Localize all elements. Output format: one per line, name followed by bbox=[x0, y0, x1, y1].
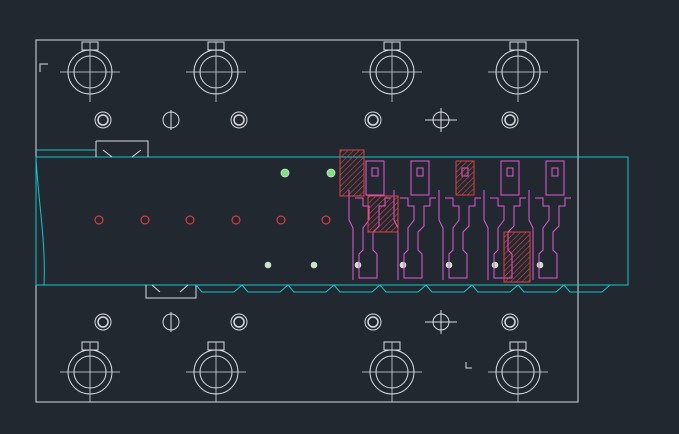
cut-section-hatch bbox=[455, 160, 475, 196]
screw-hole-icon bbox=[94, 111, 112, 129]
pin-small bbox=[310, 261, 318, 269]
bushing-tab bbox=[207, 41, 225, 51]
terminal-body bbox=[535, 197, 571, 279]
strip-left-edge bbox=[35, 149, 96, 286]
screw-hole-outer bbox=[94, 313, 112, 331]
screw-hole-inner bbox=[97, 316, 109, 328]
bushing-icon bbox=[186, 41, 246, 102]
pilot-hole-icon bbox=[425, 310, 457, 334]
terminal-tab bbox=[545, 160, 565, 196]
screw-hole-outer bbox=[230, 111, 248, 129]
terminal-profile[interactable] bbox=[393, 160, 436, 280]
cut-section-hatch bbox=[367, 195, 399, 233]
strip-notch-bottom bbox=[145, 284, 197, 299]
bushing-tab bbox=[509, 41, 527, 51]
bushing-tab bbox=[383, 341, 401, 351]
screw-hole-inner bbox=[367, 316, 379, 328]
terminal-tab bbox=[365, 160, 385, 196]
terminal-body bbox=[490, 197, 526, 279]
terminal-side bbox=[348, 190, 354, 280]
cut-section-hatch bbox=[503, 231, 531, 283]
terminal-side bbox=[483, 190, 489, 280]
guide-bushings-group bbox=[60, 41, 548, 402]
terminal-side bbox=[528, 190, 534, 280]
screw-hole-outer bbox=[94, 111, 112, 129]
screw-hole-inner bbox=[367, 114, 379, 126]
screw-hole-outer bbox=[364, 313, 382, 331]
screw-hole-inner bbox=[504, 114, 516, 126]
terminal-body bbox=[400, 197, 436, 279]
screw-hole-inner bbox=[233, 316, 245, 328]
bushing-tab bbox=[81, 341, 99, 351]
screw-hole-inner bbox=[97, 114, 109, 126]
pilot-marks-group bbox=[94, 215, 331, 225]
strip-notch-top bbox=[95, 140, 149, 158]
terminal-tab-slot bbox=[371, 167, 379, 177]
bushing-icon bbox=[488, 41, 548, 102]
bushing-icon bbox=[186, 341, 246, 402]
bushing-icon bbox=[362, 41, 422, 102]
pilot-mark bbox=[185, 215, 195, 225]
bushing-tab bbox=[509, 341, 527, 351]
pin-small bbox=[491, 261, 499, 269]
screw-hole-icon bbox=[501, 313, 519, 331]
screw-hole-icon bbox=[364, 313, 382, 331]
corner-mark-top-left bbox=[39, 63, 48, 72]
strip-body[interactable] bbox=[35, 156, 629, 286]
terminal-tab-slot bbox=[551, 167, 559, 177]
bushing-icon bbox=[488, 341, 548, 402]
screw-hole-outer bbox=[364, 111, 382, 129]
pilot-mark bbox=[276, 215, 286, 225]
terminal-tab-slot bbox=[506, 167, 514, 177]
bushing-icon bbox=[60, 341, 120, 402]
terminal-tab bbox=[500, 160, 520, 196]
screw-hole-icon bbox=[230, 111, 248, 129]
screw-hole-icon bbox=[94, 313, 112, 331]
bushing-icon bbox=[60, 41, 120, 102]
pin-green bbox=[280, 168, 290, 178]
cut-sections-group bbox=[339, 149, 531, 283]
corner-mark-bottom-right bbox=[465, 362, 472, 369]
screw-holes-group bbox=[94, 108, 519, 334]
pilot-mark bbox=[140, 215, 150, 225]
terminal-profile[interactable] bbox=[528, 160, 571, 280]
screw-hole-icon bbox=[230, 313, 248, 331]
die-plate-outline[interactable] bbox=[35, 39, 579, 403]
screw-hole-icon bbox=[364, 111, 382, 129]
pilot-mark bbox=[321, 215, 331, 225]
pilot-mark bbox=[231, 215, 241, 225]
bushing-tab bbox=[383, 41, 401, 51]
pin-small bbox=[264, 261, 272, 269]
pin-small bbox=[536, 261, 544, 269]
dowel-hole-icon bbox=[162, 312, 180, 332]
screw-hole-outer bbox=[501, 111, 519, 129]
screw-hole-inner bbox=[504, 316, 516, 328]
dowel-hole-icon bbox=[162, 110, 180, 130]
pin-small bbox=[399, 261, 407, 269]
screw-hole-icon bbox=[501, 111, 519, 129]
terminal-tab-slot bbox=[416, 167, 424, 177]
bushing-tab bbox=[81, 41, 99, 51]
terminal-tab bbox=[410, 160, 430, 196]
progressive-strip[interactable] bbox=[35, 140, 629, 299]
terminal-profile[interactable] bbox=[483, 160, 526, 280]
terminal-body bbox=[445, 197, 481, 279]
screw-hole-outer bbox=[501, 313, 519, 331]
pin-small bbox=[354, 261, 362, 269]
strip-scallop-edge bbox=[195, 284, 611, 293]
pilot-mark bbox=[94, 215, 104, 225]
bushing-icon bbox=[362, 341, 422, 402]
screw-hole-outer bbox=[230, 313, 248, 331]
screw-hole-inner bbox=[233, 114, 245, 126]
cut-section-hatch bbox=[339, 149, 365, 197]
pilot-hole-icon bbox=[425, 108, 457, 132]
scallop-path bbox=[195, 284, 611, 293]
terminal-side bbox=[438, 190, 444, 280]
pin-green bbox=[326, 168, 336, 178]
bushing-tab bbox=[207, 341, 225, 351]
